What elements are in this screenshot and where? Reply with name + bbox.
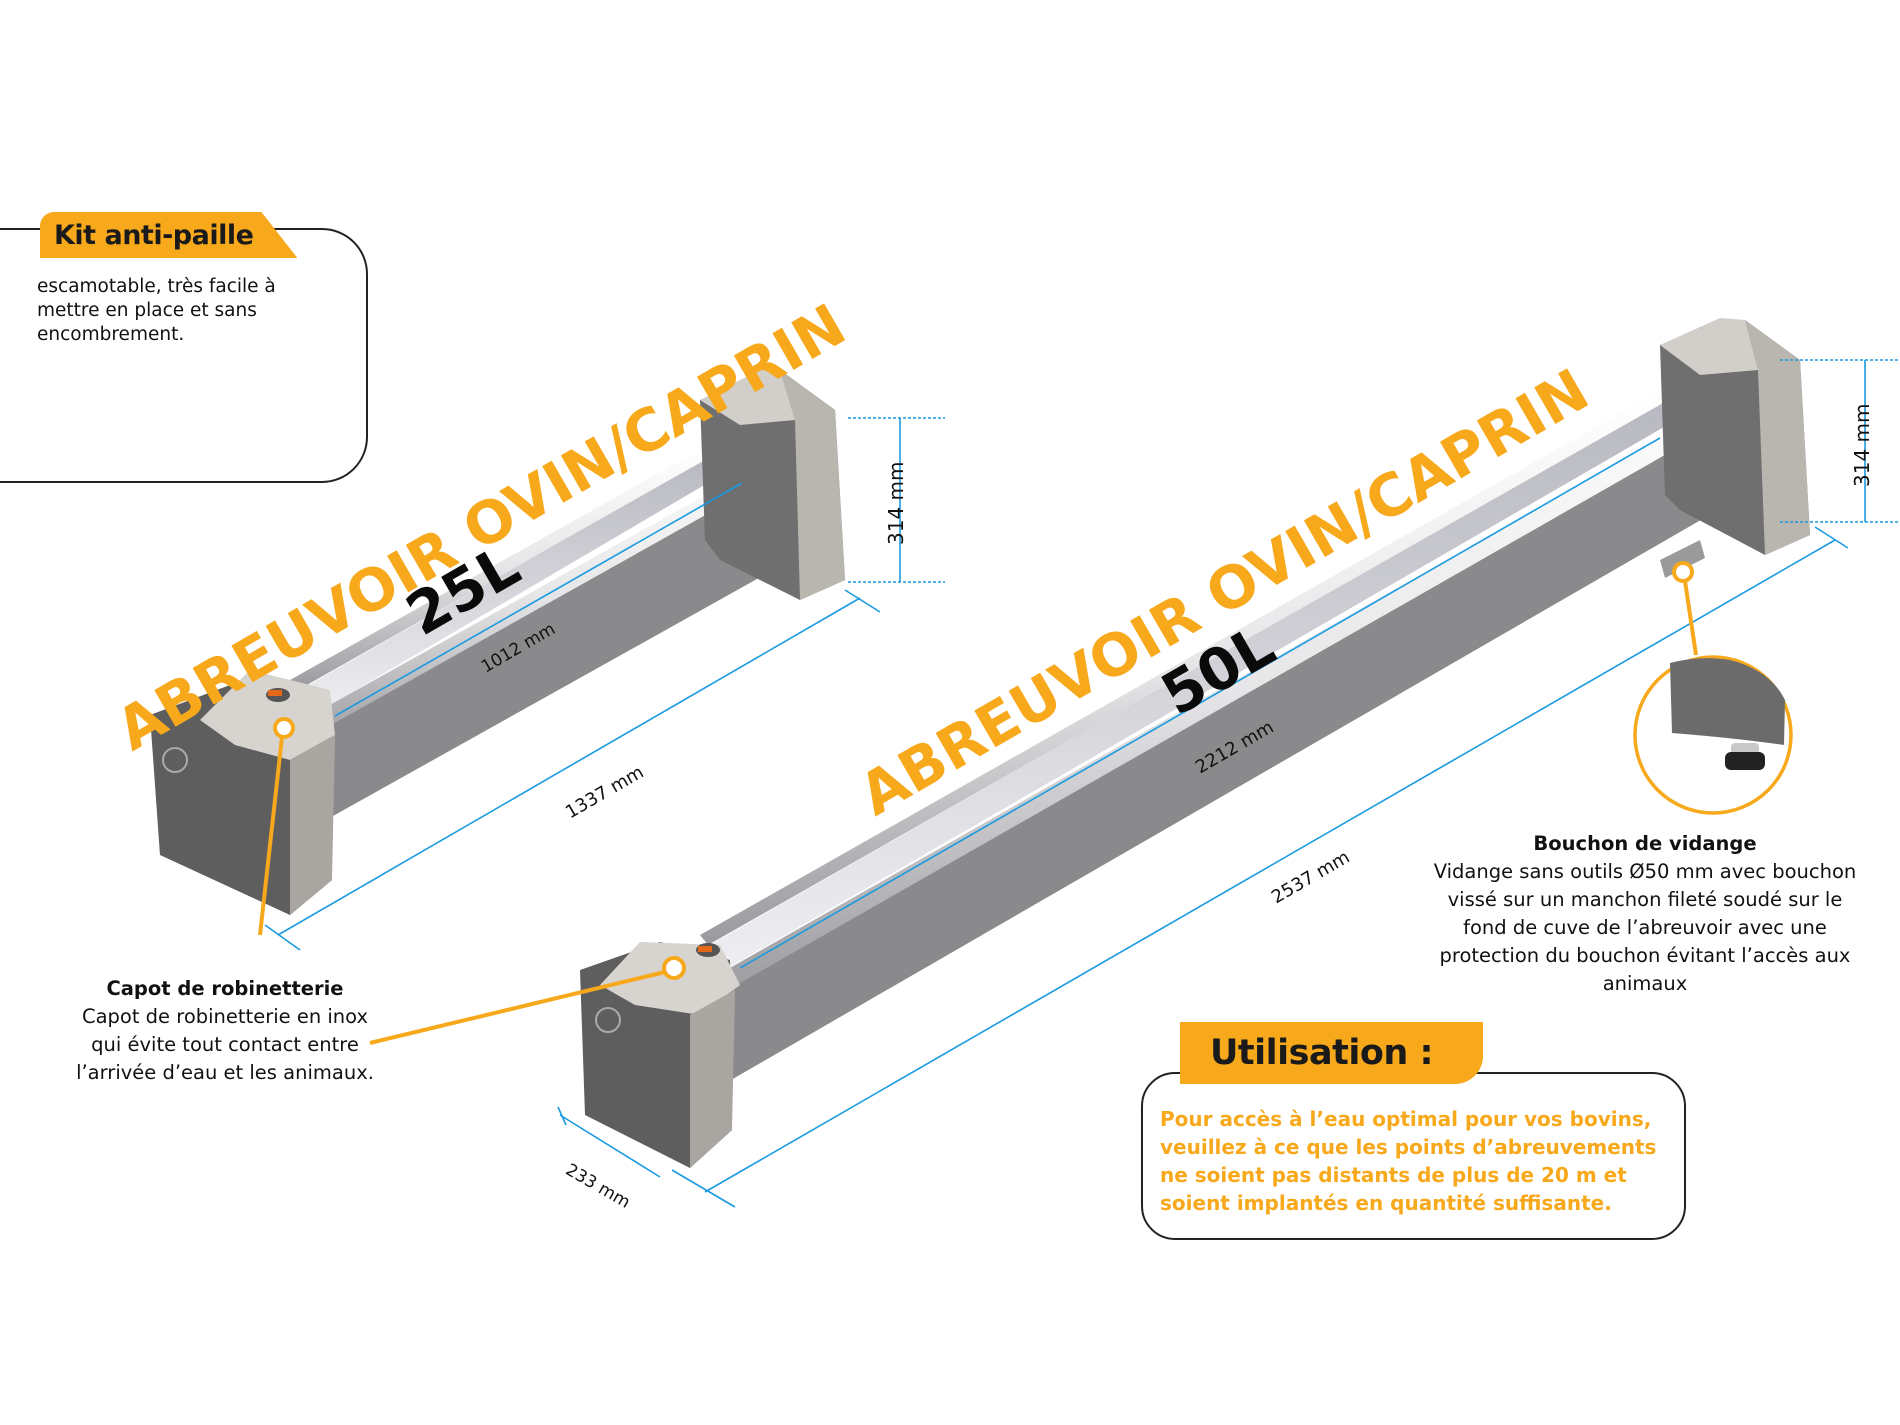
dim-line-50l-inner [739, 437, 1661, 969]
capot-25l-marker [273, 717, 295, 739]
bouchon-marker [1672, 561, 1694, 583]
kit-anti-paille-title: Kit anti-paille [40, 212, 298, 258]
trough-50l [580, 318, 1810, 1168]
dimension-lines [264, 359, 1900, 1208]
utilisation-text: Pour accès à l’eau optimal pour vos bovi… [1160, 1107, 1657, 1215]
dim-50l-height: 314 mm [1850, 403, 1874, 488]
dim-line-25l-inner [334, 482, 743, 717]
utilisation-title: Utilisation : [1180, 1022, 1483, 1084]
capot-50l-marker [662, 956, 686, 980]
kit-anti-paille-description: escamotable, très facile à mettre en pla… [37, 276, 276, 345]
dim-line-50l-total [704, 539, 1836, 1193]
bouchon-callout-title: Bouchon de vidange [1533, 832, 1757, 855]
capot-callout-title: Capot de robinetterie [106, 977, 344, 1000]
dim-line-50l-width [559, 1114, 661, 1178]
dim-25l-height: 314 mm [884, 461, 908, 546]
bouchon-callout: Bouchon de vidange Vidange sans outils Ø… [1430, 830, 1860, 998]
bouchon-callout-text: Vidange sans outils Ø50 mm avec bouchon … [1433, 860, 1857, 995]
utilisation-box [1141, 1072, 1686, 1240]
bouchon-detail-image [1670, 658, 1785, 770]
kit-anti-paille-box [0, 228, 368, 483]
capot-callout: Capot de robinetterie Capot de robinette… [66, 975, 384, 1087]
capot-callout-text: Capot de robinetterie en inox qui évite … [76, 1005, 374, 1084]
dim-line-25l-total [277, 597, 861, 936]
